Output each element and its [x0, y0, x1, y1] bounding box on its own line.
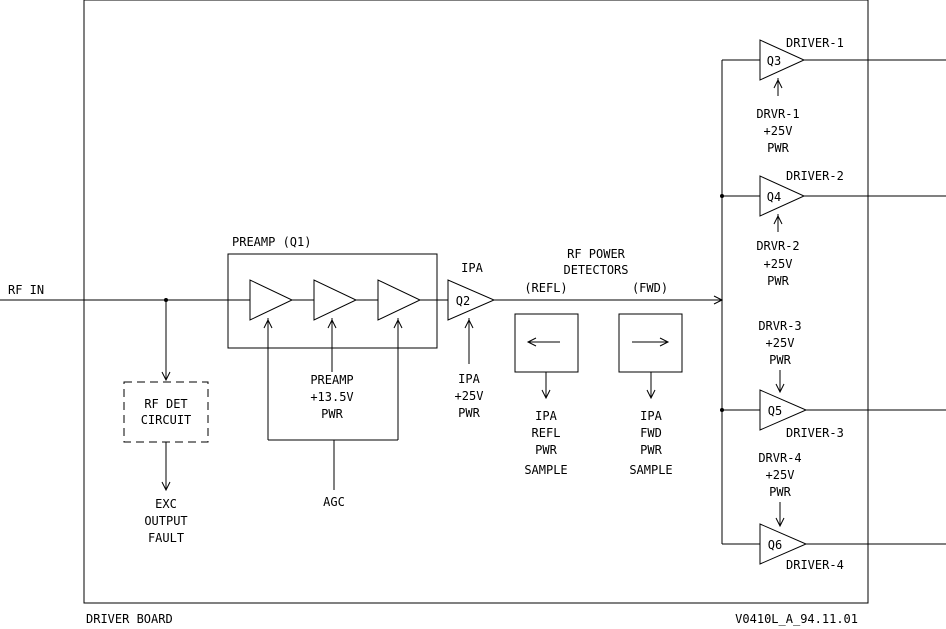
- arrow-head: [646, 389, 656, 400]
- driver-3-amp-label: Q5: [768, 404, 782, 418]
- refl-label: (REFL): [524, 281, 567, 295]
- fwd-detector-box: [618, 313, 683, 373]
- driver-1-pwr-label-3: PWR: [767, 141, 789, 155]
- ipa-amp-label: Q2: [456, 294, 470, 308]
- refl-sample-label-4: SAMPLE: [524, 463, 567, 477]
- fwd-sample-label-4: SAMPLE: [629, 463, 672, 477]
- rf-det-circuit-box: [123, 381, 209, 443]
- ipa-title: IPA: [461, 261, 483, 275]
- fwd-label: (FWD): [632, 281, 668, 295]
- driver-1-amplifier: [759, 39, 806, 81]
- arrow-head: [775, 517, 785, 528]
- ipa-pwr-label-1: IPA: [458, 372, 480, 386]
- refl-sample-label-3: PWR: [535, 443, 557, 457]
- agc-label: AGC: [323, 495, 345, 509]
- driver-3-pwr-label-3: PWR: [769, 353, 791, 367]
- driver-1-pwr-label-1: DRVR-1: [756, 107, 799, 121]
- ipa-pwr-label-3: PWR: [458, 406, 480, 420]
- refl-sample-label-2: REFL: [532, 426, 561, 440]
- preamp-pwr-label-1: PREAMP: [310, 373, 353, 387]
- ipa-amplifier: [447, 279, 496, 321]
- driver-1-label: DRIVER-1: [786, 36, 844, 50]
- exc-output-fault-2: OUTPUT: [144, 514, 187, 528]
- preamp-stage-1: [249, 279, 294, 321]
- preamp-stage-2: [313, 279, 358, 321]
- preamp-title: PREAMP (Q1): [232, 235, 311, 249]
- driver-3-pwr-label-1: DRVR-3: [758, 319, 801, 333]
- arrow-right-icon: [659, 337, 670, 347]
- refl-sample-label-1: IPA: [535, 409, 557, 423]
- driver-3-label: DRIVER-3: [786, 426, 844, 440]
- driver-2-pwr-label-2: +25V: [764, 257, 793, 271]
- driver-1-amp-label: Q3: [767, 54, 781, 68]
- exc-output-fault-1: EXC: [155, 497, 177, 511]
- arrow-head: [161, 371, 171, 382]
- arrow-head: [773, 78, 783, 89]
- refl-detector-box: [514, 313, 579, 373]
- driver-2-pwr-label-1: DRVR-2: [756, 239, 799, 253]
- ipa-pwr-label-2: +25V: [455, 389, 484, 403]
- fwd-sample-label-3: PWR: [640, 443, 662, 457]
- driver-2-amplifier: [759, 175, 806, 217]
- driver-3-pwr-label-2: +25V: [766, 336, 795, 350]
- board-outline: [83, 0, 869, 604]
- rf-power-label-2: DETECTORS: [563, 263, 628, 277]
- driver-4-pwr-label-3: PWR: [769, 485, 791, 499]
- drawing-id-label: V0410L_A_94.11.01: [735, 612, 858, 626]
- rf-det-label-1: RF DET: [144, 397, 187, 411]
- arrow-head: [464, 318, 474, 329]
- driver-4-amp-label: Q6: [768, 538, 782, 552]
- arrow-head: [263, 318, 273, 329]
- arrow-head: [541, 389, 551, 400]
- fwd-sample-label-1: IPA: [640, 409, 662, 423]
- fwd-sample-label-2: FWD: [640, 426, 662, 440]
- arrow-head: [393, 318, 403, 329]
- arrow-left-icon: [526, 337, 537, 347]
- preamp-stage-3: [377, 279, 422, 321]
- driver-3-amplifier: [759, 389, 808, 431]
- driver-4-pwr-label-1: DRVR-4: [758, 451, 801, 465]
- rf-power-label-1: RF POWER: [567, 247, 626, 261]
- driver-2-amp-label: Q4: [767, 190, 781, 204]
- driver-2-pwr-label-3: PWR: [767, 274, 789, 288]
- arrow-head: [327, 318, 337, 329]
- arrow-head: [161, 481, 171, 492]
- arrow-head: [775, 383, 785, 394]
- board-name-label: DRIVER BOARD: [86, 612, 173, 626]
- driver-4-pwr-label-2: +25V: [766, 468, 795, 482]
- driver-2-label: DRIVER-2: [786, 169, 844, 183]
- preamp-pwr-label-3: PWR: [321, 407, 343, 421]
- arrow-head: [773, 214, 783, 225]
- rf-det-label-2: CIRCUIT: [141, 413, 192, 427]
- preamp-pwr-label-2: +13.5V: [310, 390, 353, 404]
- rf-in-label: RF IN: [8, 283, 44, 297]
- driver-4-amplifier: [759, 523, 808, 565]
- driver-1-pwr-label-2: +25V: [764, 124, 793, 138]
- driver-4-label: DRIVER-4: [786, 558, 844, 572]
- exc-output-fault-3: FAULT: [148, 531, 184, 545]
